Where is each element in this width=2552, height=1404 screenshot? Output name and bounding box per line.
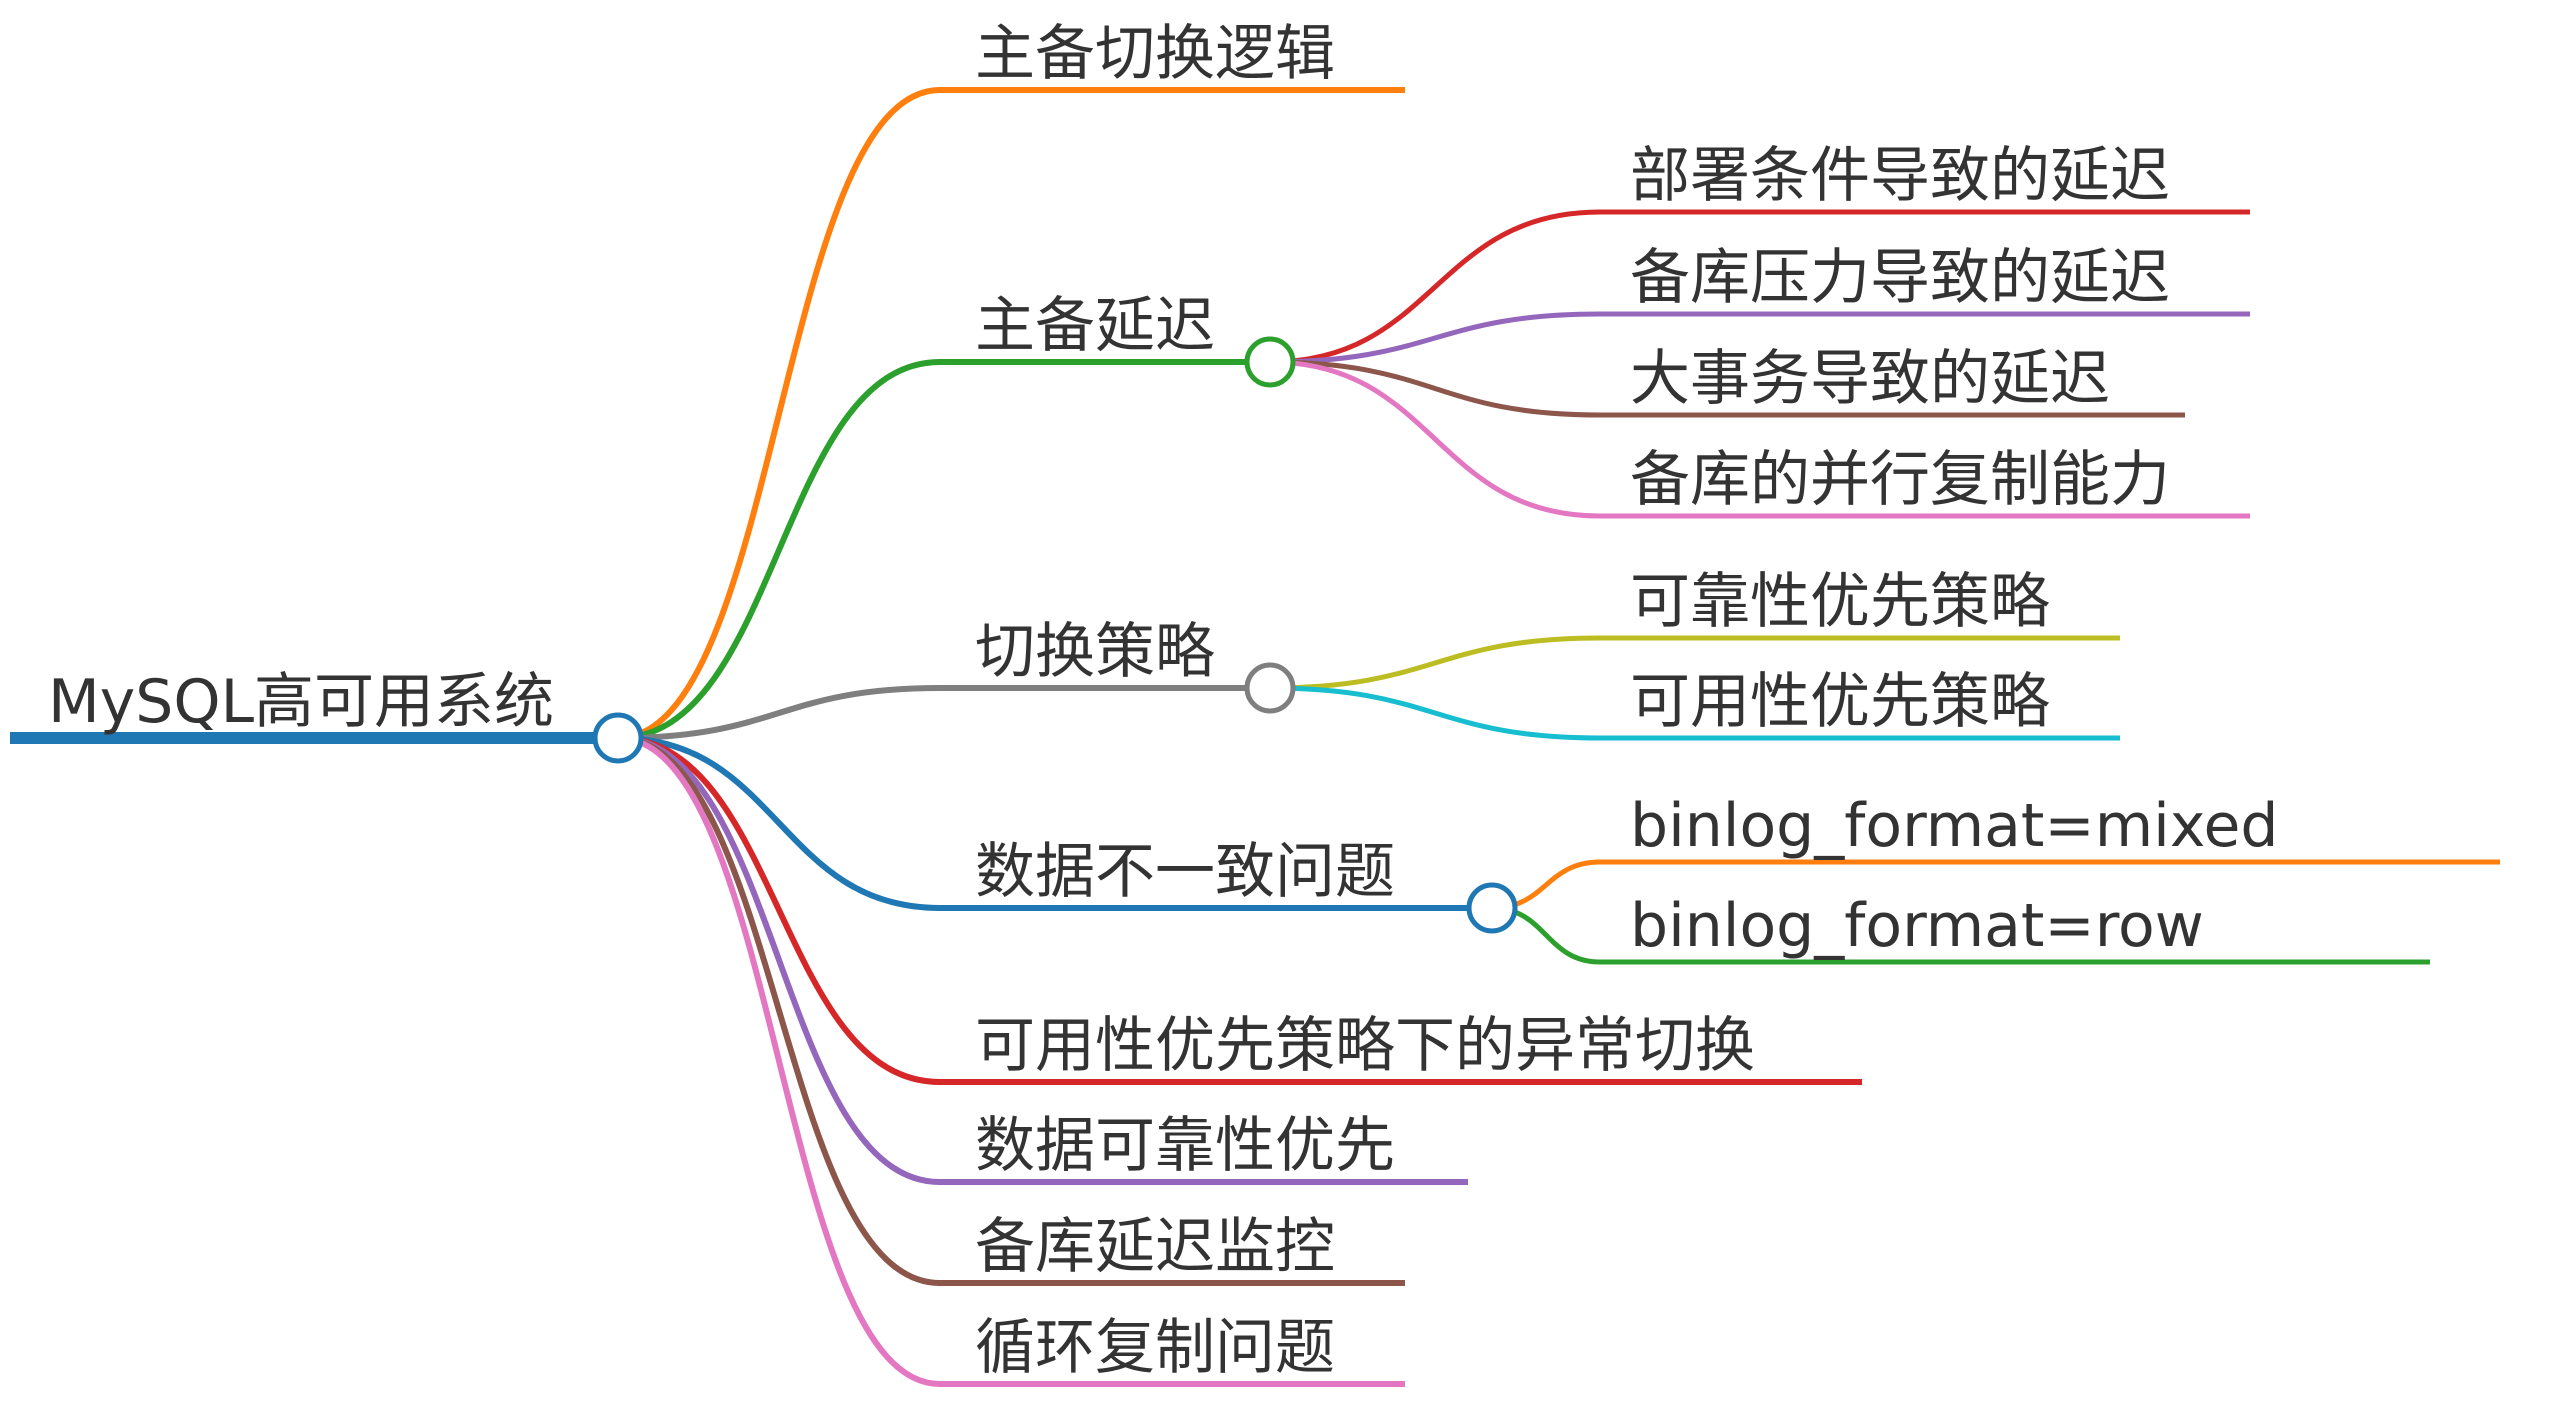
edge-replication-delay-child-1	[1267, 311, 1603, 365]
edge-root-circular-replication	[615, 735, 943, 1387]
edge-root-availability-abnormal-switch	[615, 735, 943, 1085]
collapse-toggle-switch-strategy[interactable]	[1244, 662, 1296, 714]
child-label-data-inconsistency-1[interactable]: binlog_format=row	[1630, 891, 2204, 961]
edge-replication-delay-child-3	[1267, 359, 1603, 519]
collapse-toggle-replication-delay[interactable]	[1244, 336, 1296, 388]
child-label-replication-delay-1[interactable]: 备库压力导致的延迟	[1630, 243, 2170, 313]
branch-label-data-inconsistency[interactable]: 数据不一致问题	[975, 837, 1395, 907]
child-label-switch-strategy-0[interactable]: 可靠性优先策略	[1630, 567, 2050, 637]
child-label-replication-delay-0[interactable]: 部署条件导致的延迟	[1630, 141, 2170, 211]
edge-replication-delay-child-2	[1267, 359, 1603, 418]
branch-label-circular-replication[interactable]: 循环复制问题	[975, 1313, 1335, 1383]
branch-label-availability-abnormal-switch[interactable]: 可用性优先策略下的异常切换	[975, 1011, 1755, 1081]
edge-root-replica-delay-monitoring	[615, 735, 943, 1286]
edge-root-data-inconsistency	[615, 735, 943, 911]
edge-switch-strategy-child-0	[1267, 635, 1603, 691]
expand-circles-layer	[592, 336, 1518, 934]
branch-label-replica-delay-monitoring[interactable]: 备库延迟监控	[975, 1212, 1335, 1282]
collapse-toggle-data-inconsistency[interactable]	[1466, 882, 1518, 934]
edge-root-data-reliability-first	[615, 735, 943, 1185]
branch-label-switch-logic[interactable]: 主备切换逻辑	[975, 19, 1335, 89]
branch-label-data-reliability-first[interactable]: 数据可靠性优先	[975, 1111, 1395, 1181]
child-label-replication-delay-2[interactable]: 大事务导致的延迟	[1630, 344, 2110, 414]
child-label-data-inconsistency-0[interactable]: binlog_format=mixed	[1630, 791, 2279, 861]
edges-layer	[615, 87, 1603, 1387]
collapse-toggle-root[interactable]	[592, 712, 644, 764]
child-label-replication-delay-3[interactable]: 备库的并行复制能力	[1630, 445, 2170, 515]
underlines-layer	[10, 87, 2500, 1387]
edge-switch-strategy-child-1	[1267, 685, 1603, 741]
root-label[interactable]: MySQL高可用系统	[48, 667, 554, 737]
branch-label-replication-delay[interactable]: 主备延迟	[975, 291, 1215, 361]
edge-replication-delay-child-0	[1267, 209, 1603, 365]
edge-root-switch-strategy	[615, 685, 943, 741]
edge-root-replication-delay	[615, 359, 943, 741]
child-label-switch-strategy-1[interactable]: 可用性优先策略	[1630, 667, 2050, 737]
branch-label-switch-strategy[interactable]: 切换策略	[975, 617, 1215, 687]
edge-root-switch-logic	[615, 87, 943, 741]
